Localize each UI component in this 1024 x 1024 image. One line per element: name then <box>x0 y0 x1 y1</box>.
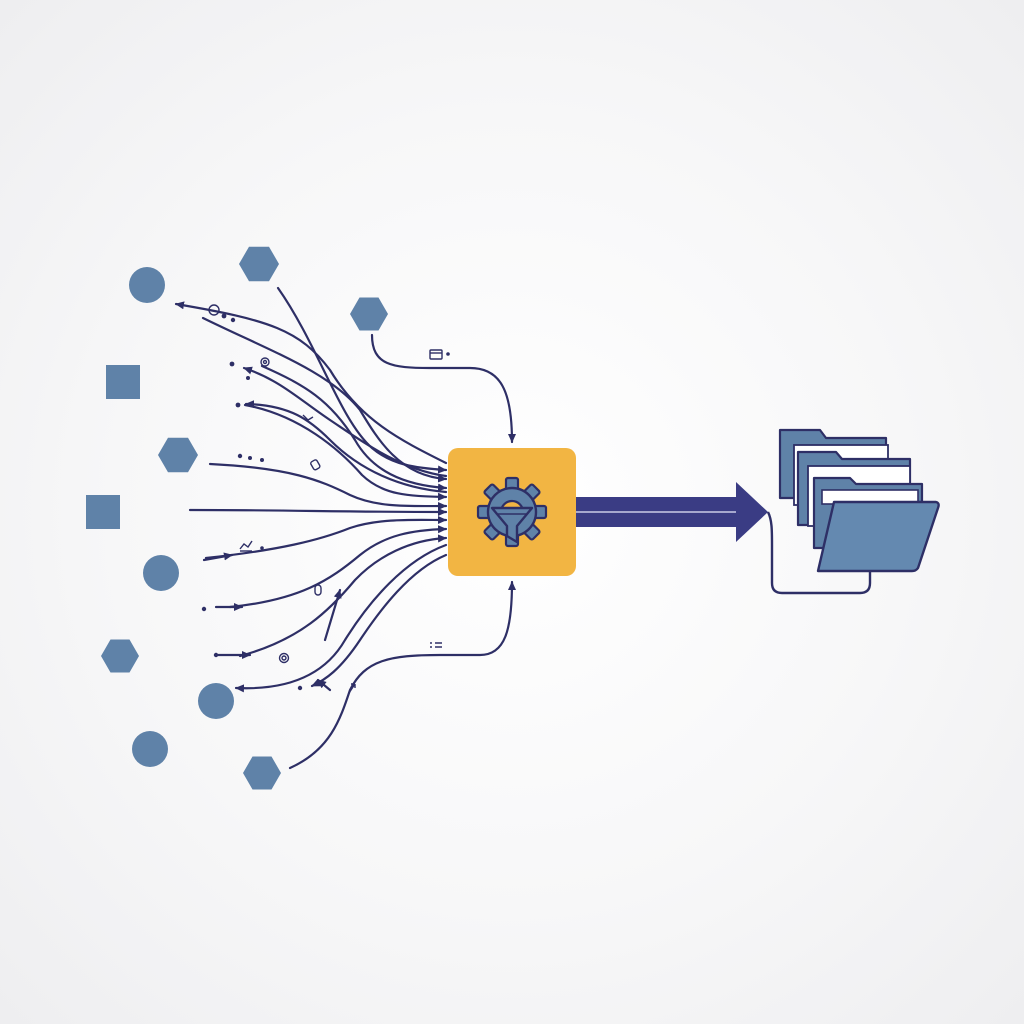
decorative-dot <box>248 456 252 460</box>
mouse-icon <box>314 584 322 596</box>
target-icon <box>278 652 290 664</box>
flow-line <box>188 507 448 516</box>
flow-line <box>238 534 448 658</box>
decorative-dot <box>213 652 219 658</box>
decorative-dot <box>446 352 450 356</box>
link-icon <box>302 414 314 421</box>
output-arrow <box>576 482 768 542</box>
share-icon <box>348 683 356 694</box>
flow-line <box>202 552 234 562</box>
decorative-dot <box>230 317 236 323</box>
source-node-circle <box>129 267 165 303</box>
decorative-dot <box>246 376 250 380</box>
decorative-dot <box>260 458 264 462</box>
decorative-dot <box>201 606 207 612</box>
right-arrow-icon <box>736 482 768 542</box>
window-icon <box>429 349 443 360</box>
flow-line <box>228 525 448 609</box>
list-icon <box>430 642 442 648</box>
folder-front <box>816 500 940 573</box>
source-node-circle <box>132 731 168 767</box>
folder-stack-icon <box>778 428 940 573</box>
flow-lines <box>174 286 516 770</box>
flow-line <box>204 515 448 560</box>
flow-line <box>316 678 332 692</box>
gear-funnel-icon <box>476 476 548 548</box>
flow-line <box>244 400 448 494</box>
flow-line <box>242 366 448 478</box>
funnel-icon <box>490 506 534 544</box>
folder-connector <box>766 511 872 595</box>
source-node-circle <box>143 555 179 591</box>
flow-line <box>260 364 448 492</box>
chart-icon <box>239 540 253 552</box>
decorative-dot <box>237 453 243 459</box>
source-node-hexagon <box>350 297 388 331</box>
source-node-square <box>106 365 140 399</box>
source-node-square <box>86 495 120 529</box>
small-glyphs <box>201 304 450 694</box>
source-node-hexagon <box>239 246 279 282</box>
flow-line <box>208 462 448 511</box>
decorative-dot <box>221 313 227 319</box>
gear-icon <box>260 357 270 367</box>
decorative-dot <box>260 546 264 550</box>
flow-line <box>323 588 342 642</box>
flow-line <box>243 403 448 501</box>
decorative-dot <box>208 304 220 316</box>
source-node-hexagon <box>158 437 198 473</box>
flow-line <box>276 286 448 474</box>
decorative-dot <box>235 402 241 408</box>
flow-line <box>288 580 516 770</box>
decorative-dot <box>229 361 235 367</box>
source-node-hexagon <box>101 639 139 673</box>
source-node-hexagon <box>243 756 281 790</box>
flow-line <box>174 301 448 465</box>
flow-line <box>370 333 516 444</box>
flow-line <box>310 553 448 688</box>
tag-icon <box>310 459 321 471</box>
processor-node <box>448 448 576 576</box>
source-node-circle <box>198 683 234 719</box>
flow-line <box>234 543 448 693</box>
source-nodes <box>86 246 388 790</box>
decorative-dot <box>297 685 303 691</box>
